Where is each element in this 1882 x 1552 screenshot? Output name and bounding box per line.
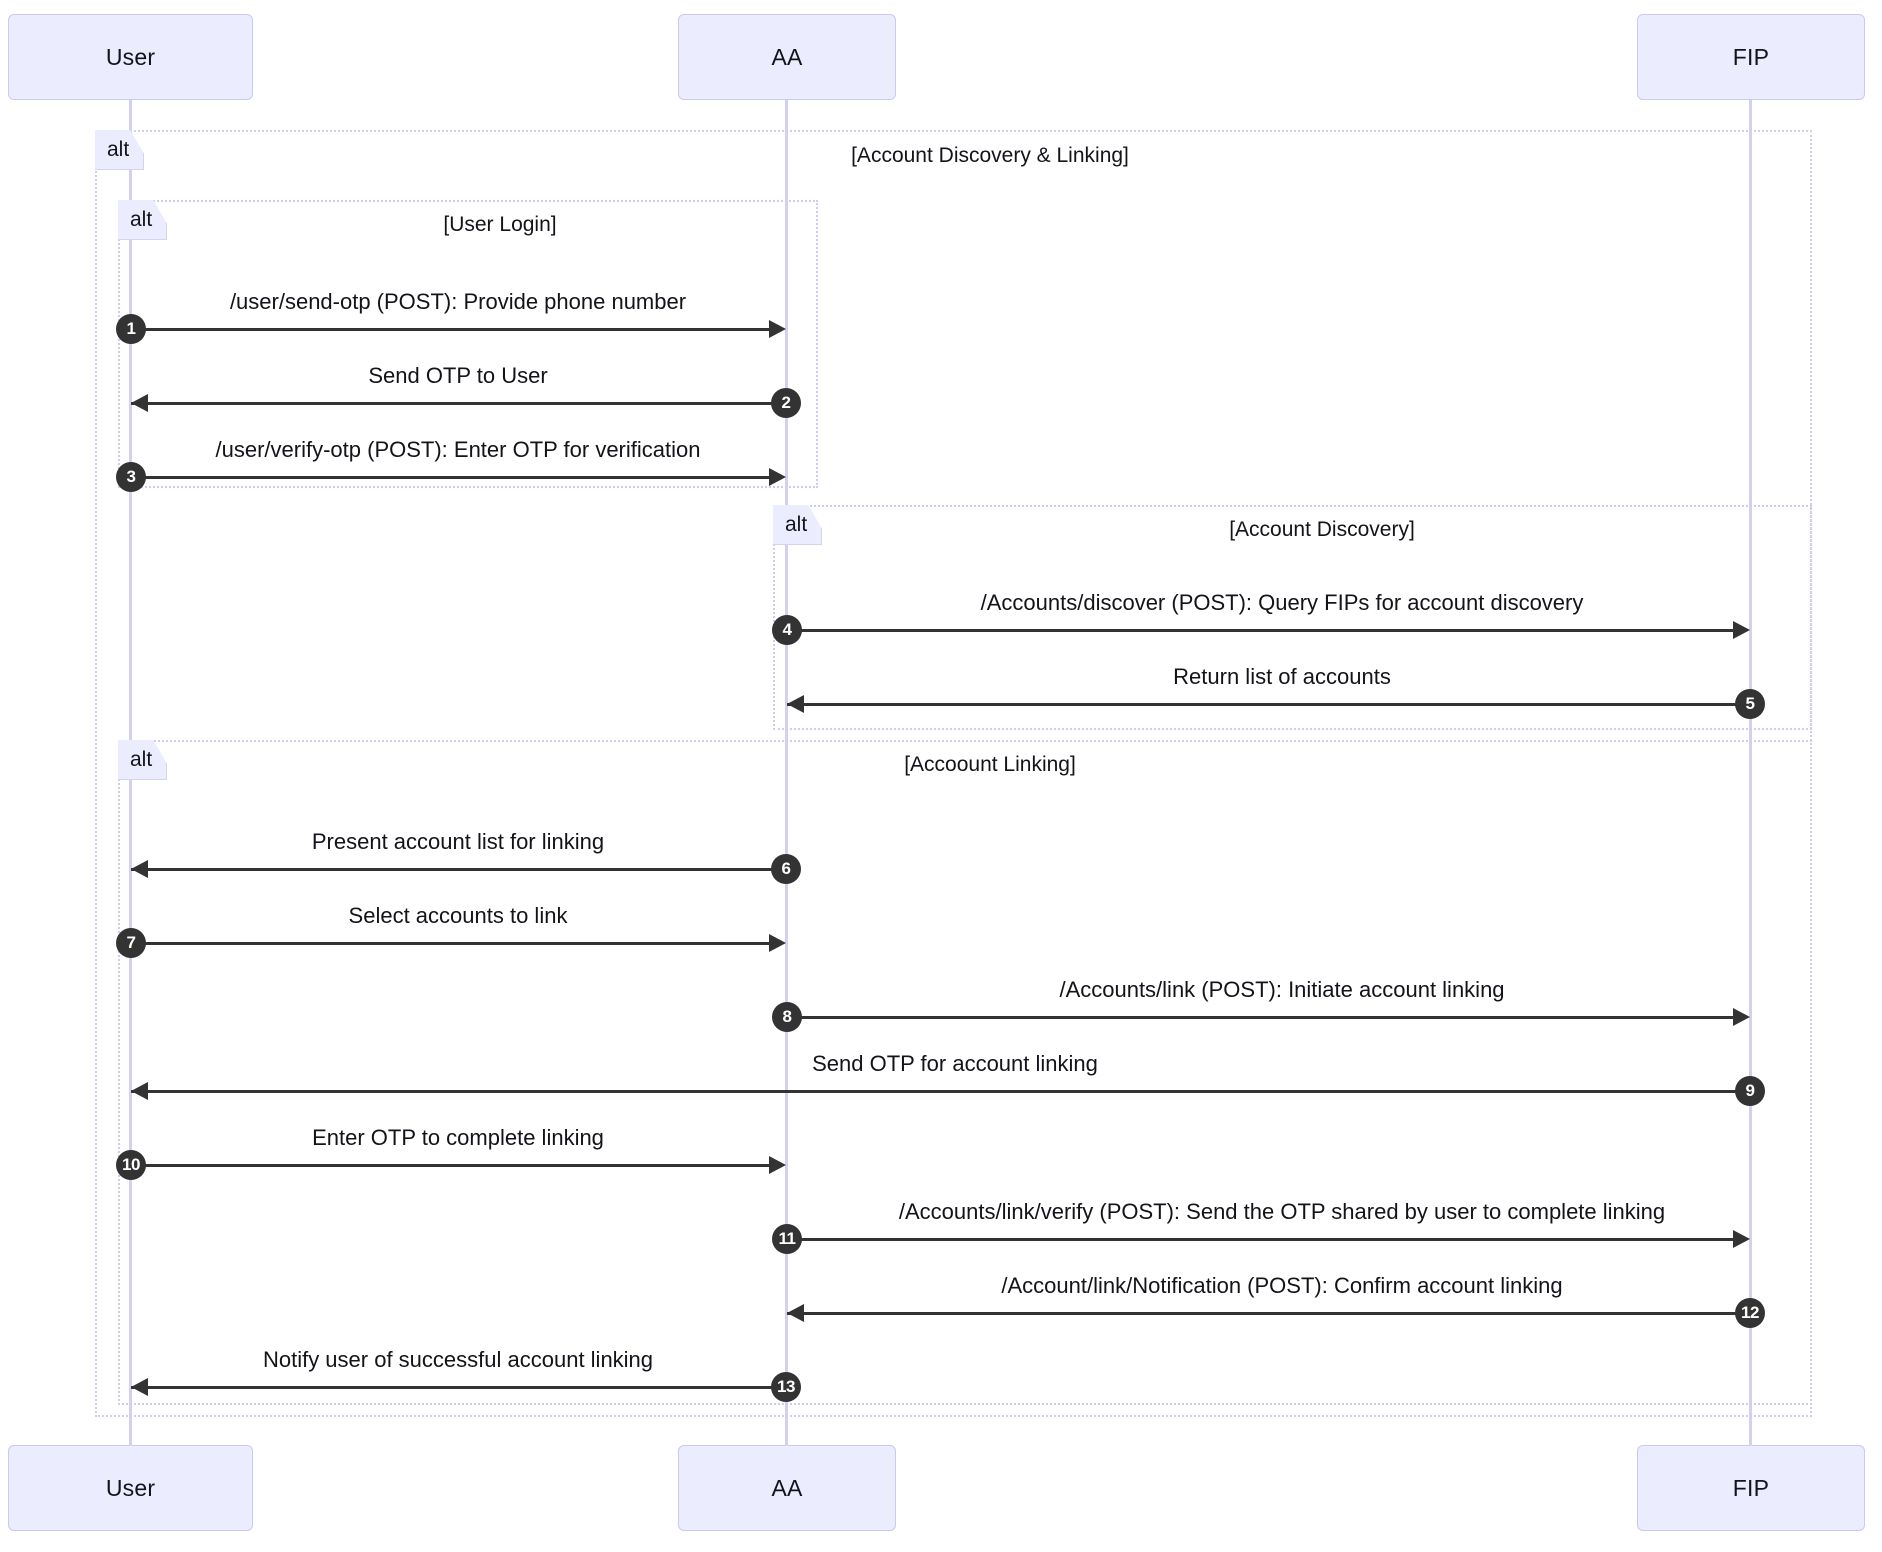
arrowhead-left-icon <box>131 1378 148 1396</box>
fragment-label-outer: alt <box>95 130 144 170</box>
arrowhead-left-icon <box>131 394 148 412</box>
sequence-number: 3 <box>116 462 146 492</box>
arrowhead-right-icon <box>1733 621 1750 639</box>
message-line <box>131 476 781 479</box>
fragment-label-user-login: alt <box>118 200 167 240</box>
message-text: Enter OTP to complete linking <box>312 1125 604 1150</box>
fragment-keyword: alt <box>785 512 808 536</box>
sequence-number: 9 <box>1735 1076 1765 1106</box>
fragment-keyword: alt <box>130 747 153 771</box>
message-line <box>131 868 786 871</box>
message-text: Select accounts to link <box>348 903 568 928</box>
message-text: /user/verify-otp (POST): Enter OTP for v… <box>215 437 701 462</box>
fragment-title-outer: [Account Discovery & Linking] <box>851 144 1129 167</box>
participant-label: User <box>105 1474 156 1501</box>
lifeline-aa <box>785 100 788 1446</box>
sequence-number: 8 <box>772 1002 802 1032</box>
sequence-number: 7 <box>116 928 146 958</box>
arrowhead-left-icon <box>131 1082 148 1100</box>
sequence-number: 5 <box>1735 689 1765 719</box>
sequence-number: 1 <box>116 314 146 344</box>
message-line <box>787 1238 1745 1241</box>
message-line <box>131 1386 786 1389</box>
participant-fip-bottom[interactable]: FIP <box>1637 1445 1865 1531</box>
message-text: Send OTP to User <box>368 363 548 388</box>
participant-user-bottom[interactable]: User <box>8 1445 253 1531</box>
participant-label: FIP <box>1732 1474 1770 1501</box>
participant-label: FIP <box>1732 43 1770 70</box>
message-line <box>131 942 781 945</box>
sequence-number: 10 <box>116 1150 146 1180</box>
message-line <box>787 629 1745 632</box>
fragment-title-account-discovery: [Account Discovery] <box>1229 518 1415 541</box>
arrowhead-left-icon <box>787 695 804 713</box>
message-text: /Accounts/link/verify (POST): Send the O… <box>898 1199 1666 1224</box>
message-line <box>787 1016 1745 1019</box>
arrowhead-right-icon <box>769 320 786 338</box>
lifeline-fip <box>1749 100 1752 1446</box>
message-line <box>131 1090 1750 1093</box>
participant-aa-bottom[interactable]: AA <box>678 1445 896 1531</box>
participant-fip-top[interactable]: FIP <box>1637 14 1865 100</box>
participant-aa-top[interactable]: AA <box>678 14 896 100</box>
sequence-number: 2 <box>771 388 801 418</box>
sequence-number: 13 <box>771 1372 801 1402</box>
arrowhead-left-icon <box>787 1304 804 1322</box>
arrowhead-right-icon <box>769 1156 786 1174</box>
sequence-number: 4 <box>772 615 802 645</box>
participant-user-top[interactable]: User <box>8 14 253 100</box>
fragment-label-account-linking: alt <box>118 740 167 780</box>
sequence-number: 12 <box>1735 1298 1765 1328</box>
fragment-label-account-discovery: alt <box>773 505 822 545</box>
message-line <box>131 328 781 331</box>
fragment-keyword: alt <box>107 137 130 161</box>
arrowhead-left-icon <box>131 860 148 878</box>
arrowhead-right-icon <box>1733 1008 1750 1026</box>
message-line <box>131 402 786 405</box>
message-text: /Account/link/Notification (POST): Confi… <box>1001 1273 1563 1298</box>
fragment-keyword: alt <box>130 207 153 231</box>
fragment-title-account-linking: [Accoount Linking] <box>904 753 1076 776</box>
message-text: /Accounts/discover (POST): Query FIPs fo… <box>980 590 1584 615</box>
message-line <box>131 1164 781 1167</box>
arrowhead-right-icon <box>1733 1230 1750 1248</box>
message-text: /Accounts/link (POST): Initiate account … <box>1059 977 1505 1002</box>
arrowhead-right-icon <box>769 468 786 486</box>
participant-label: User <box>105 43 156 70</box>
message-text: Notify user of successful account linkin… <box>262 1347 654 1372</box>
message-text: Return list of accounts <box>1173 664 1391 689</box>
message-text: /user/send-otp (POST): Provide phone num… <box>229 289 687 314</box>
message-text: Send OTP for account linking <box>812 1051 1098 1076</box>
sequence-number: 11 <box>772 1224 802 1254</box>
fragment-title-user-login: [User Login] <box>443 213 557 236</box>
participant-label: AA <box>771 43 803 70</box>
participant-label: AA <box>771 1474 803 1501</box>
message-line <box>787 1312 1750 1315</box>
sequence-number: 6 <box>771 854 801 884</box>
arrowhead-right-icon <box>769 934 786 952</box>
message-text: Present account list for linking <box>311 829 605 854</box>
message-line <box>787 703 1750 706</box>
